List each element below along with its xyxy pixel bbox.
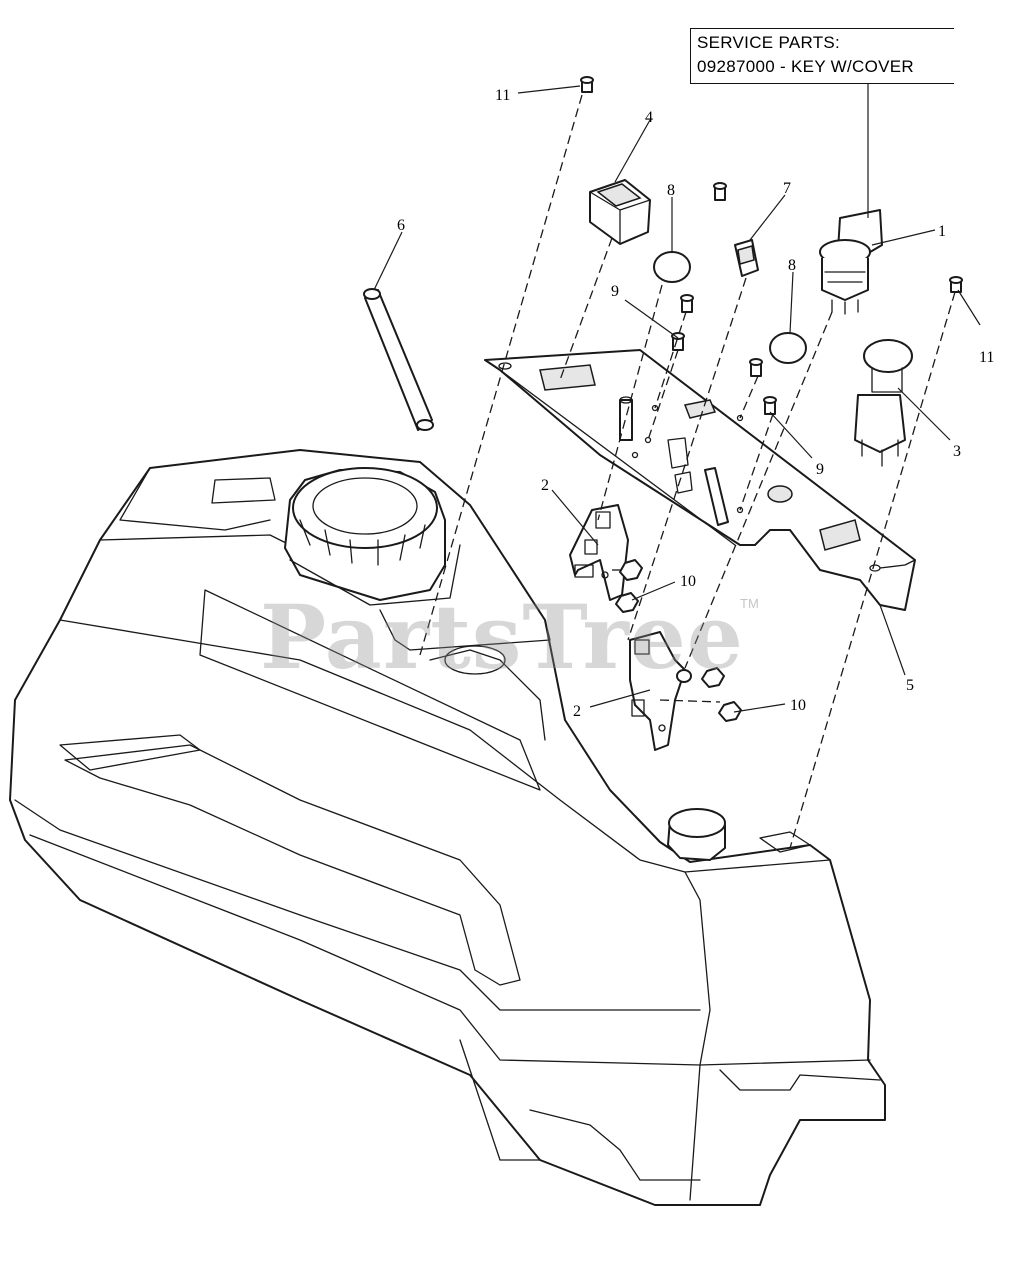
callout-11: 11: [979, 349, 994, 366]
leader-lines: [373, 84, 981, 713]
vent-cap: [667, 808, 726, 861]
callout-9: 9: [816, 461, 824, 478]
panel-cutout: [539, 364, 596, 391]
callout-8: 8: [667, 182, 675, 199]
bolt: [580, 76, 594, 93]
dash-panel: [484, 349, 916, 611]
toggle-switch: [734, 239, 759, 277]
panel-cutout: [683, 399, 717, 419]
callout-2: 2: [541, 477, 549, 494]
hole-plug: [653, 251, 691, 283]
parts-tree-watermark: PartsTree: [260, 585, 744, 689]
callout-10: 10: [790, 697, 806, 714]
callout-4: 4: [645, 109, 653, 126]
trademark-mark: TM: [740, 596, 759, 611]
roll-pin: [363, 288, 434, 431]
interlock-switch: [629, 631, 692, 751]
panel-rods: [619, 396, 729, 526]
screw: [671, 332, 685, 351]
callout-1: 1: [938, 223, 946, 240]
screw: [713, 182, 727, 201]
key-switch: [819, 209, 883, 315]
callout-3: 3: [953, 443, 961, 460]
tank-decal: [211, 477, 276, 504]
screw: [680, 294, 694, 313]
callout-11: 11: [495, 87, 510, 104]
callout-10: 10: [680, 573, 696, 590]
callout-9: 9: [611, 283, 619, 300]
hex-nut: [619, 559, 643, 581]
fuel-tank: [9, 449, 886, 1206]
callout-8: 8: [788, 257, 796, 274]
bolt: [949, 276, 963, 293]
tank-decal: [199, 589, 541, 791]
screw: [749, 358, 763, 377]
service-parts-heading: SERVICE PARTS:: [697, 33, 841, 52]
callout-2: 2: [573, 703, 581, 720]
hex-nut: [701, 667, 725, 688]
hex-nut: [718, 701, 742, 722]
hex-nut: [615, 592, 639, 613]
panel-cutout: [819, 519, 861, 551]
fuel-cap: [284, 467, 461, 606]
service-parts-key-line: 09287000 - KEY W/COVER: [697, 57, 914, 76]
callout-5: 5: [906, 677, 914, 694]
assembly-lines: [419, 94, 956, 849]
service-parts-box: SERVICE PARTS: 09287000 - KEY W/COVER: [690, 28, 954, 84]
callouts: 11 4 6 8 7 8 1 9 9 3 11 2 10 5 2 10: [397, 87, 994, 720]
screw: [763, 396, 777, 415]
pto-switch: [854, 339, 913, 467]
hour-meter: [589, 179, 651, 245]
callout-7: 7: [783, 180, 791, 197]
hole-plug: [769, 332, 807, 364]
callout-6: 6: [397, 217, 405, 234]
